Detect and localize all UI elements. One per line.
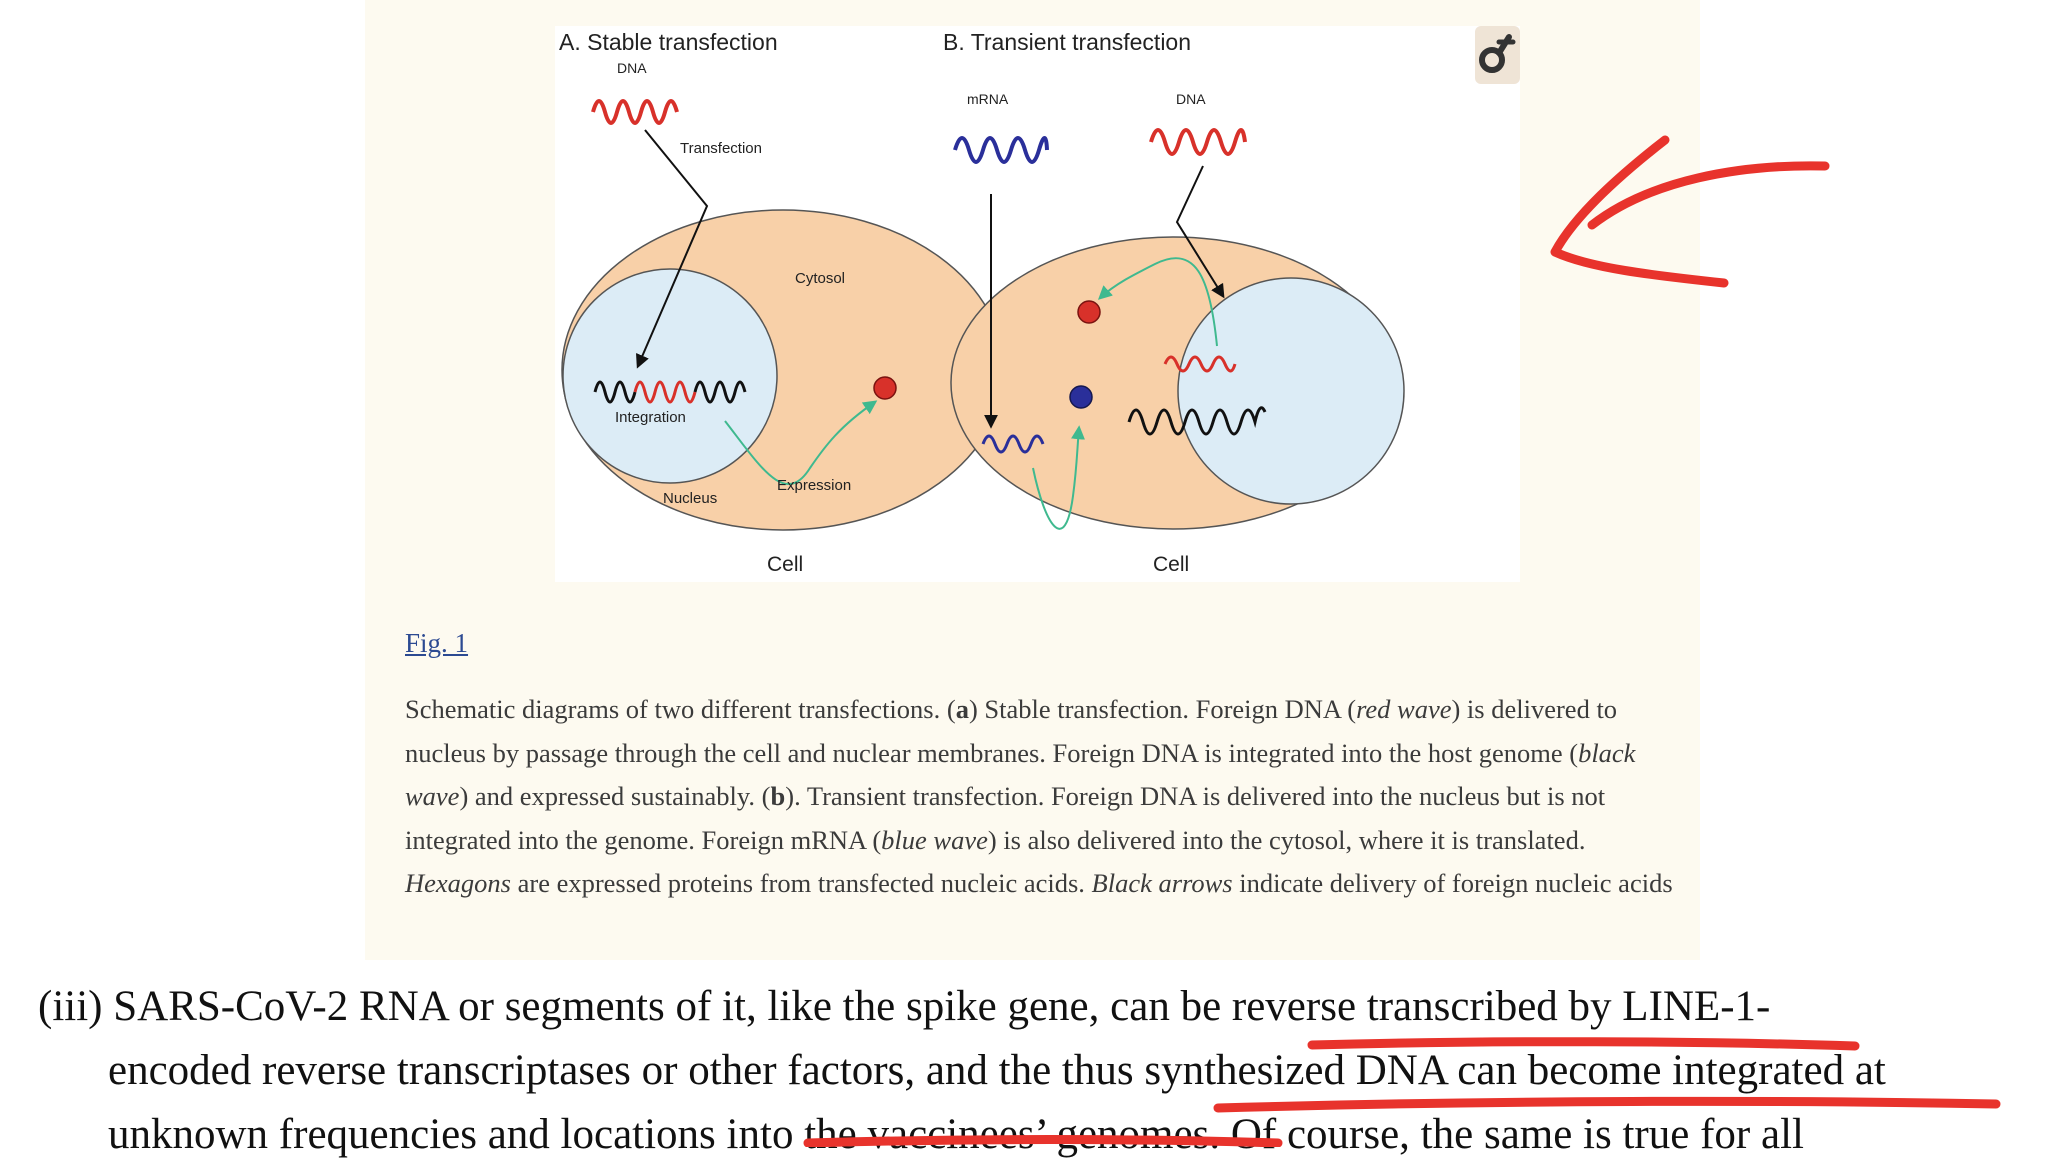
panel-b-protein-red bbox=[1077, 300, 1101, 324]
underlined-phrase-vaccinees-genomes: to the vaccinees’ genomes bbox=[760, 1111, 1210, 1158]
panel-b-host-wave bbox=[1127, 406, 1267, 436]
panel-b-cell-label: Cell bbox=[1153, 553, 1189, 576]
figure-panel: A. Stable transfection DNA Transfection … bbox=[365, 0, 1700, 960]
panel-a-nucleus bbox=[562, 268, 778, 484]
panel-a-cell-label: Cell bbox=[767, 553, 803, 576]
figure-caption: Schematic diagrams of two different tran… bbox=[405, 694, 1673, 898]
panel-a-title: A. Stable transfection bbox=[559, 29, 778, 55]
panel-b-dna-arrow bbox=[1175, 165, 1225, 299]
panel-a-expression-arrow bbox=[724, 400, 878, 485]
diagram-svg: A. Stable transfection DNA Transfection … bbox=[559, 26, 1520, 576]
panel-b-mrna-wave bbox=[953, 136, 1049, 164]
body-line-3: unknown frequencies and locations into t… bbox=[108, 1111, 1804, 1158]
panel-b-mrna-label: mRNA bbox=[967, 91, 1009, 107]
panel-a-protein-red bbox=[873, 376, 897, 400]
transfection-diagram: A. Stable transfection DNA Transfection … bbox=[555, 26, 1520, 582]
underlined-phrase-synthesized-dna: synthesized DNA can become integrated bbox=[1144, 1047, 1845, 1094]
panel-b-title: B. Transient transfection bbox=[943, 29, 1191, 55]
underlined-phrase-reverse-transcribed: reverse transcribed by LINE-1 bbox=[1231, 983, 1757, 1030]
panel-b-dna-wave bbox=[1149, 128, 1247, 156]
panel-b-dna-label: DNA bbox=[1176, 91, 1206, 107]
panel-a-dna-label: DNA bbox=[617, 60, 647, 76]
panel-a-expression-label: Expression bbox=[777, 477, 851, 494]
panel-b-cytoplasmic-mrna-wave bbox=[981, 434, 1045, 454]
panel-b-protein-blue bbox=[1069, 385, 1093, 409]
panel-a-cytosol-label: Cytosol bbox=[795, 270, 845, 287]
panel-a-integrated-dna-wave bbox=[633, 380, 697, 404]
fig-1-link[interactable]: Fig. 1 bbox=[405, 628, 469, 658]
panel-b-nuclear-dna-wave bbox=[1163, 355, 1237, 373]
body-line-2: encoded reverse transcriptases or other … bbox=[108, 1047, 1886, 1094]
panel-a-host-wave-left bbox=[593, 380, 637, 404]
panel-b-translation-arrow bbox=[1032, 425, 1086, 530]
panel-a-transfection-arrow bbox=[636, 129, 709, 369]
panel-a-dna-wave bbox=[591, 99, 679, 125]
panel-a-transfection-label: Transfection bbox=[680, 140, 762, 157]
panel-b-expression-arrow bbox=[1097, 257, 1218, 347]
ring-handle-icon bbox=[1475, 26, 1520, 84]
panel-a-integration-label: Integration bbox=[615, 409, 686, 426]
panel-a-host-wave-right bbox=[693, 380, 747, 404]
body-line-1: (iii) SARS-CoV-2 RNA or segments of it, … bbox=[38, 983, 1771, 1030]
panel-a-nucleus-label: Nucleus bbox=[663, 490, 717, 507]
panel-b-nucleus bbox=[1177, 277, 1405, 505]
